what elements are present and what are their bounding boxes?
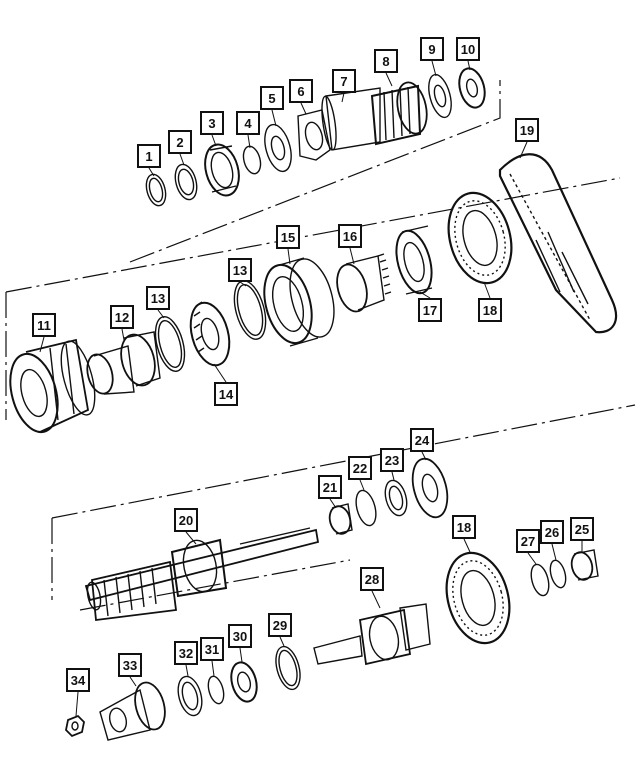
synchronizer-17	[395, 225, 433, 295]
bearing-10	[458, 67, 486, 109]
callout-20[interactable]: 20	[174, 508, 198, 532]
callout-13b[interactable]: 13	[228, 258, 252, 282]
callout-21[interactable]: 21	[318, 475, 342, 499]
callout-7[interactable]: 7	[332, 69, 356, 93]
bearing-21	[328, 503, 353, 535]
callout-9[interactable]: 9	[420, 37, 444, 61]
output-shaft-7	[321, 87, 381, 151]
leader-lines	[39, 60, 583, 717]
callout-23[interactable]: 23	[380, 448, 404, 472]
driven-sprocket-18a	[447, 191, 513, 285]
callout-13a[interactable]: 13	[146, 286, 170, 310]
callout-12[interactable]: 12	[110, 305, 134, 329]
bearing-race-3	[204, 143, 240, 197]
callout-29[interactable]: 29	[268, 613, 292, 637]
callout-22[interactable]: 22	[348, 456, 372, 480]
callout-8[interactable]: 8	[374, 49, 398, 73]
drive-sprocket-8	[370, 81, 428, 146]
nut-34	[65, 714, 85, 738]
thrust-plate-24	[411, 457, 449, 519]
snap-ring-26	[549, 559, 567, 589]
mainshaft-20	[84, 527, 320, 622]
range-sleeve-15	[263, 257, 335, 347]
planetary-carrier-12	[86, 331, 161, 395]
callout-10[interactable]: 10	[456, 37, 480, 61]
callout-28[interactable]: 28	[360, 567, 384, 591]
callout-1[interactable]: 1	[137, 144, 161, 168]
spacer-ring-2	[174, 163, 198, 201]
callout-18a[interactable]: 18	[478, 298, 502, 322]
callout-3[interactable]: 3	[200, 111, 224, 135]
callout-30[interactable]: 30	[228, 624, 252, 648]
callout-24[interactable]: 24	[410, 428, 434, 452]
callout-11[interactable]: 11	[32, 313, 56, 337]
callout-17[interactable]: 17	[418, 298, 442, 322]
thrust-washer-5	[264, 123, 292, 173]
yoke-33	[99, 681, 166, 741]
snap-ring-4	[242, 145, 262, 175]
snap-ring-23	[384, 479, 408, 517]
callout-15[interactable]: 15	[276, 225, 300, 249]
bearing-30	[230, 661, 258, 703]
driven-sprocket-18b	[445, 551, 511, 645]
callout-26[interactable]: 26	[540, 520, 564, 544]
callout-14[interactable]: 14	[214, 382, 238, 406]
callout-2[interactable]: 2	[168, 130, 192, 154]
callout-4[interactable]: 4	[236, 111, 260, 135]
bearing-25	[570, 549, 599, 581]
annulus-gear-11	[9, 338, 96, 434]
snap-ring-31	[207, 675, 225, 705]
callout-25[interactable]: 25	[570, 517, 594, 541]
snap-ring-29	[275, 645, 301, 691]
snap-ring-22	[355, 489, 377, 527]
callout-19[interactable]: 19	[515, 118, 539, 142]
callout-16[interactable]: 16	[338, 224, 362, 248]
callout-27[interactable]: 27	[516, 529, 540, 553]
thrust-plate-6	[297, 109, 331, 161]
sun-gear-14	[189, 301, 231, 367]
callout-6[interactable]: 6	[289, 79, 313, 103]
thrust-plate-9	[428, 73, 452, 119]
snap-ring-27	[530, 563, 550, 597]
callout-33[interactable]: 33	[118, 653, 142, 677]
front-output-shaft-28	[313, 603, 431, 666]
callout-31[interactable]: 31	[200, 637, 224, 661]
drive-chain-19	[498, 153, 618, 334]
callout-32[interactable]: 32	[174, 641, 198, 665]
callout-34[interactable]: 34	[66, 668, 90, 692]
callout-5[interactable]: 5	[260, 86, 284, 110]
callout-18b[interactable]: 18	[452, 515, 476, 539]
snap-ring-1	[145, 173, 167, 207]
snap-ring-13a	[154, 316, 186, 372]
section-boundary-lines	[5, 80, 636, 611]
collar-16	[336, 253, 392, 313]
seal-32	[177, 675, 203, 717]
